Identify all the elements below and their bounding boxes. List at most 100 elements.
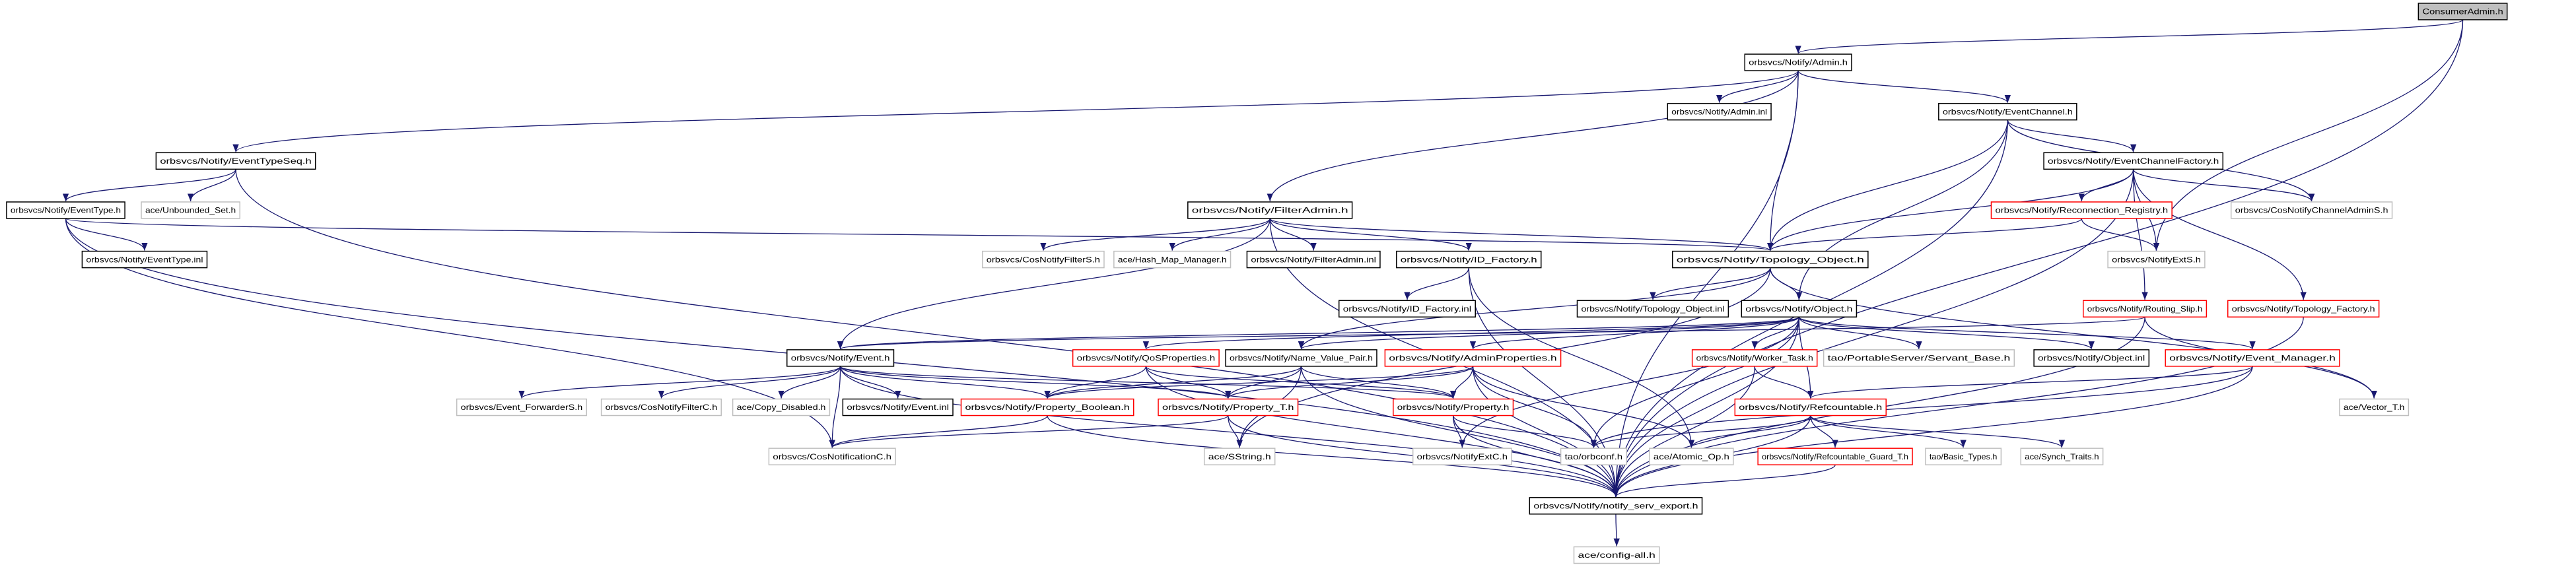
node-box [960,398,1134,417]
node-label: orbsvcs/Notify/AdminProperties.h [1389,354,1556,363]
node-idf[interactable]: orbsvcs/Notify/ID_Factory.h [1396,250,1542,269]
node-idf_inl[interactable]: orbsvcs/Notify/ID_Factory.inl [1338,300,1476,317]
edge-ev-to-efs [518,366,841,399]
node-box [1412,448,1512,465]
node-label: ace/Hash_Map_Manager.h [1118,255,1227,264]
node-to_inl[interactable]: orbsvcs/Notify/Topology_Object.inl [1576,300,1729,317]
node-cnfc: orbsvcs/CosNotifyFilterC.h [600,398,722,417]
node-ets[interactable]: orbsvcs/Notify/EventTypeSeq.h [155,152,316,170]
nodes-layer: ConsumerAdmin.h orbsvcs/Notify/Admin.h orb… [6,3,2508,564]
node-box [1734,398,1887,417]
node-nvp[interactable]: orbsvcs/Notify/Name_Value_Pair.h [1225,349,1377,367]
node-box [768,448,896,465]
node-box [6,201,125,219]
node-ev[interactable]: orbsvcs/Notify/Event.h [786,349,895,367]
edge-pb-to-nse [1047,415,1619,497]
node-box [1741,300,1858,317]
node-pb[interactable]: orbsvcs/Notify/Property_Boolean.h [960,398,1134,417]
node-et[interactable]: orbsvcs/Notify/EventType.h [6,201,125,219]
node-box [2083,300,2208,317]
node-fa_inl[interactable]: orbsvcs/Notify/FilterAdmin.inl [1246,250,1381,269]
node-ap[interactable]: orbsvcs/Notify/AdminProperties.h [1384,349,1562,367]
node-box [1225,349,1377,367]
node-wt[interactable]: orbsvcs/Notify/Worker_Task.h [1691,349,1818,367]
node-box [141,201,240,219]
edge-qos-to-pt [1145,366,1232,399]
node-label: ConsumerAdmin.h [2422,7,2503,17]
edge-ecf-to-nse [1613,169,2134,497]
node-label: tao/Basic_Types.h [1930,452,1997,461]
node-label: orbsvcs/Notify/FilterAdmin.inl [1251,255,1376,264]
node-label: orbsvcs/Notify/Object.inl [2038,354,2145,363]
node-box [1113,250,1232,269]
node-box [1576,300,1729,317]
node-label: orbsvcs/Notify/EventType.h [11,206,121,215]
edge-fa-to-cnfs [1040,218,1271,251]
node-label: orbsvcs/NotifyExtC.h [1417,452,1508,461]
node-nec: orbsvcs/NotifyExtC.h [1412,448,1512,465]
node-rgt[interactable]: orbsvcs/Notify/Refcountable_Guard_T.h [1757,448,1913,465]
node-nse[interactable]: orbsvcs/Notify/notify_serv_export.h [1529,497,1703,515]
node-efs: orbsvcs/Event_ForwarderS.h [456,398,587,417]
node-label: orbsvcs/Notify/notify_serv_export.h [1533,501,1698,510]
edge-rc-to-rgt [1810,415,1838,448]
node-box [1072,349,1220,367]
node-box [1384,349,1562,367]
node-label: tao/PortableServer/Servant_Base.h [1828,354,2011,363]
node-label: orbsvcs/Notify/EventTypeSeq.h [160,156,311,166]
node-admin_inl[interactable]: orbsvcs/Notify/Admin.inl [1667,102,1772,121]
node-box [1393,398,1514,417]
edge-pt-to-cnc [829,415,1229,448]
edge-obj-to-ap [1470,316,1800,350]
edge-et-to-et_inl [65,218,148,251]
node-fa[interactable]: orbsvcs/Notify/FilterAdmin.h [1187,201,1353,219]
edge-ev-to-ev_inl [839,366,901,399]
edge-ev-to-cnc [829,366,841,448]
edge-ev-to-nse [839,366,1619,497]
edge-fa-to-hmm [1169,218,1271,251]
node-sb: tao/PortableServer/Servant_Base.h [1823,349,2015,367]
node-box [1158,398,1299,417]
edge-rr-to-to [1767,218,2082,251]
node-label: orbsvcs/Notify/Property_Boolean.h [965,403,1129,412]
node-box [1672,250,1869,269]
node-qos[interactable]: orbsvcs/Notify/QoSProperties.h [1072,349,1220,367]
edge-nvp-to-prop [1300,366,1457,399]
node-cncas: orbsvcs/CosNotifyChannelAdminS.h [2230,201,2393,219]
node-pt[interactable]: orbsvcs/Notify/Property_T.h [1158,398,1299,417]
edge-root-to-nes [2153,19,2464,251]
node-prop[interactable]: orbsvcs/Notify/Property.h [1393,398,1514,417]
node-cnc: orbsvcs/CosNotificationC.h [768,448,896,465]
node-to[interactable]: orbsvcs/Notify/Topology_Object.h [1672,250,1869,269]
node-box [2339,398,2410,417]
node-ec[interactable]: orbsvcs/Notify/EventChannel.h [1938,102,2077,121]
node-em[interactable]: orbsvcs/Notify/Event_Manager.h [2165,349,2340,367]
edge-ap-to-nse [1472,366,1619,497]
node-label: orbsvcs/Notify/Name_Value_Pair.h [1230,354,1373,363]
node-obj_inl[interactable]: orbsvcs/Notify/Object.inl [2033,349,2150,367]
edge-fa-to-to [1269,218,1774,251]
node-admin[interactable]: orbsvcs/Notify/Admin.h [1744,53,1852,71]
node-box [600,398,722,417]
node-et_inl[interactable]: orbsvcs/Notify/EventType.inl [81,250,208,269]
node-rc[interactable]: orbsvcs/Notify/Refcountable.h [1734,398,1887,417]
node-box [1744,53,1852,71]
edge-ec-to-obj [1795,119,2008,300]
edge-ecf-to-tf [2133,169,2307,300]
node-rs[interactable]: orbsvcs/Notify/Routing_Slip.h [2083,300,2208,317]
node-label: ace/Vector_T.h [2344,403,2404,412]
node-label: orbsvcs/CosNotifyChannelAdminS.h [2235,206,2388,215]
node-tf[interactable]: orbsvcs/Notify/Topology_Factory.h [2227,300,2380,317]
edge-obj-to-qos [1143,316,1800,350]
node-box [1757,448,1913,465]
node-ev_inl[interactable]: orbsvcs/Notify/Event.inl [842,398,954,417]
node-st: ace/Synch_Traits.h [2020,448,2104,465]
edge-qos-to-prop [1145,366,1457,399]
node-obj[interactable]: orbsvcs/Notify/Object.h [1741,300,1858,317]
node-rr[interactable]: orbsvcs/Notify/Reconnection_Registry.h [1990,201,2173,219]
node-bt: tao/Basic_Types.h [1925,448,2002,465]
node-label: orbsvcs/Notify/Event_Manager.h [2169,354,2336,363]
edge-rc-to-bt [1810,415,1967,448]
node-box [1338,300,1476,317]
node-ecf[interactable]: orbsvcs/Notify/EventChannelFactory.h [2043,152,2224,170]
